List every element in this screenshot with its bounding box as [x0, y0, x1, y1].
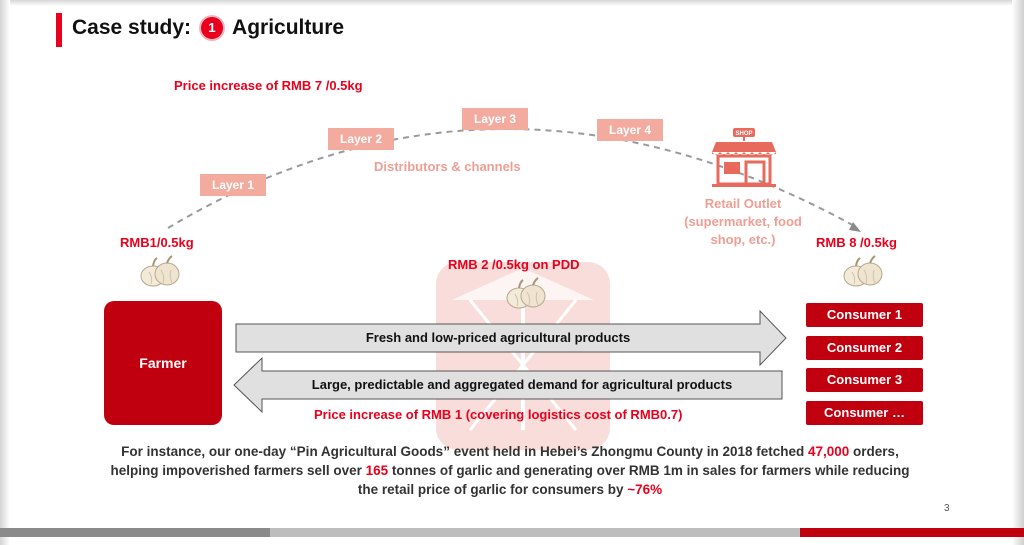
page-title: Case study: 1 Agriculture	[72, 15, 344, 41]
section-number-badge: 1	[199, 15, 226, 41]
title-accent-bar	[56, 13, 62, 47]
summary-text: helping impoverished farmers sell over	[110, 463, 366, 478]
top-price-increase-note: Price increase of RMB 7 /0.5kg	[174, 78, 363, 93]
price-reduction-highlight: ~76%	[627, 482, 663, 497]
page-number: 3	[944, 503, 950, 514]
title-text: Agriculture	[232, 16, 345, 39]
consumer-more-box: Consumer …	[806, 401, 923, 425]
footer-segment-light	[270, 528, 800, 537]
shop-icon: SHOP	[712, 128, 776, 187]
farmer-box: Farmer	[104, 301, 222, 425]
summary-line-3: the retail price of garlic for consumers…	[60, 480, 960, 499]
right-edge-shadow	[1012, 0, 1024, 545]
left-arrow	[233, 356, 783, 414]
summary-line-1: For instance, our one-day “Pin Agricultu…	[60, 442, 960, 461]
pdd-price: RMB 2 /0.5kg on PDD	[448, 257, 580, 272]
tonnes-highlight: 165	[365, 463, 389, 478]
summary-line-2: helping impoverished farmers sell over 1…	[60, 461, 960, 480]
farmer-price: RMB1/0.5kg	[120, 235, 194, 250]
summary-text: For instance, our one-day “Pin Agricultu…	[121, 444, 808, 459]
consumer-1-box: Consumer 1	[806, 303, 923, 327]
farmer-label: Farmer	[139, 355, 187, 371]
shop-sign-text: SHOP	[735, 131, 752, 137]
footer-segment-dark	[0, 528, 270, 537]
logistics-price-note: Price increase of RMB 1 (covering logist…	[314, 407, 683, 422]
layer-4-label: Layer 4	[597, 119, 664, 141]
garlic-icon-farmer	[140, 255, 180, 287]
retail-line-3: shop, etc.)	[710, 232, 776, 247]
garlic-icon-pdd	[506, 277, 546, 309]
consumer-2-box: Consumer 2	[806, 336, 923, 360]
consumer-3-box: Consumer 3	[806, 368, 923, 392]
orders-highlight: 47,000	[808, 444, 850, 459]
left-edge-shadow	[0, 0, 10, 545]
retail-line-1: Retail Outlet	[704, 196, 782, 211]
layer-3-label: Layer 3	[462, 108, 529, 130]
arc-arrowhead	[849, 222, 861, 232]
garlic-icon-consumer	[843, 255, 883, 287]
summary-text: tonnes of garlic and generating over RMB…	[388, 463, 910, 478]
retail-outlet-label: Retail Outlet (supermarket, food shop, e…	[668, 195, 818, 249]
case-study-summary: For instance, our one-day “Pin Agricultu…	[60, 442, 960, 499]
footer-bar	[0, 528, 1024, 537]
layer-2-label: Layer 2	[328, 128, 395, 150]
layer-1-label: Layer 1	[200, 174, 267, 196]
title-prefix: Case study:	[72, 16, 192, 39]
distributors-label: Distributors & channels	[374, 159, 521, 174]
summary-text: the retail price of garlic for consumers…	[357, 482, 628, 497]
left-arrow-label: Large, predictable and aggregated demand…	[311, 377, 733, 392]
top-shadow	[0, 0, 1024, 6]
right-arrow	[235, 309, 787, 367]
right-arrow-label: Fresh and low-priced agricultural produc…	[365, 330, 631, 345]
summary-text: orders,	[849, 444, 899, 459]
retail-line-2: (supermarket, food	[684, 214, 802, 229]
consumer-price: RMB 8 /0.5kg	[816, 235, 897, 250]
footer-segment-red	[800, 528, 1024, 537]
